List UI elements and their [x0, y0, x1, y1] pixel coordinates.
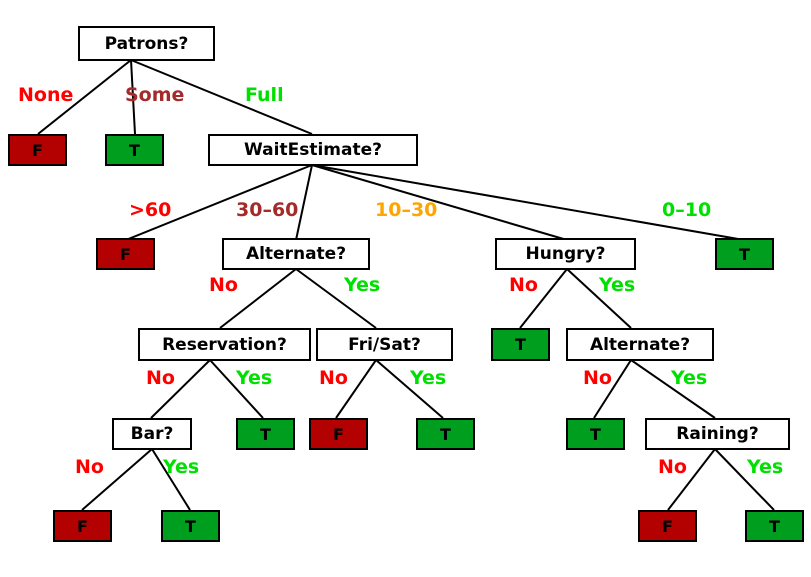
edge-alternate1-no [219, 268, 297, 329]
label-some: Some [125, 84, 185, 106]
node-bar: Bar? [112, 418, 192, 450]
label-bar-yes: Yes [163, 456, 200, 478]
node-raining: Raining? [645, 418, 790, 450]
edge-bar-yes [151, 448, 191, 511]
edge-hungry-yes [566, 268, 632, 329]
label-hungry-yes: Yes [599, 274, 636, 296]
node-alternate-2: Alternate? [566, 328, 714, 361]
edge-patrons-none [37, 59, 132, 135]
label-alternate1-no: No [209, 274, 238, 296]
leaf-bar-yes: T [161, 510, 220, 542]
edge-alternate2-no [593, 359, 632, 419]
leaf-wait-0-10: T [715, 238, 774, 270]
label-full: Full [245, 84, 284, 106]
label-alternate2-yes: Yes [671, 367, 708, 389]
leaf-alternate2-no: T [566, 418, 625, 450]
edge-reservation-no [150, 359, 211, 419]
leaf-raining-no: F [638, 510, 697, 542]
label-none: None [18, 84, 74, 106]
node-hungry: Hungry? [495, 238, 636, 270]
leaf-patrons-none: F [8, 134, 67, 166]
edge-raining-no [667, 448, 716, 511]
edge-raining-yes [714, 448, 775, 511]
label-reservation-no: No [146, 367, 175, 389]
label-10-30: 10–30 [375, 199, 438, 221]
leaf-frisat-yes: T [416, 418, 475, 450]
label-frisat-no: No [319, 367, 348, 389]
edge-reservation-yes [209, 359, 264, 419]
label-raining-yes: Yes [747, 456, 784, 478]
edge-patrons-some [130, 59, 136, 135]
leaf-hungry-no: T [491, 328, 550, 361]
edge-alternate2-yes [630, 359, 716, 419]
label-gt60: >60 [129, 199, 172, 221]
node-alternate-1: Alternate? [222, 238, 370, 270]
leaf-frisat-no: F [309, 418, 368, 450]
edge-wait-10-30 [311, 164, 568, 241]
label-bar-no: No [75, 456, 104, 478]
edge-wait-30-60 [295, 164, 313, 241]
label-0-10: 0–10 [662, 199, 712, 221]
node-wait-estimate: WaitEstimate? [208, 134, 418, 166]
node-patrons: Patrons? [78, 26, 215, 61]
edge-wait-gt60 [125, 164, 313, 241]
edge-alternate1-yes [295, 268, 377, 329]
label-raining-no: No [658, 456, 687, 478]
leaf-bar-no: F [53, 510, 112, 542]
leaf-wait-gt60: F [96, 238, 155, 270]
edge-frisat-yes [375, 359, 444, 419]
node-fri-sat: Fri/Sat? [316, 328, 453, 361]
edge-hungry-no [519, 268, 568, 329]
edge-patrons-full [130, 59, 313, 135]
node-reservation: Reservation? [138, 328, 311, 361]
label-30-60: 30–60 [236, 199, 299, 221]
label-alternate1-yes: Yes [344, 274, 381, 296]
label-frisat-yes: Yes [410, 367, 447, 389]
leaf-patrons-some: T [105, 134, 164, 166]
edge-bar-no [81, 448, 153, 511]
leaf-reservation-yes: T [236, 418, 295, 450]
label-hungry-no: No [509, 274, 538, 296]
label-alternate2-no: No [583, 367, 612, 389]
edge-frisat-no [335, 359, 377, 419]
leaf-raining-yes: T [745, 510, 804, 542]
edge-wait-0-10 [311, 164, 745, 241]
label-reservation-yes: Yes [236, 367, 273, 389]
